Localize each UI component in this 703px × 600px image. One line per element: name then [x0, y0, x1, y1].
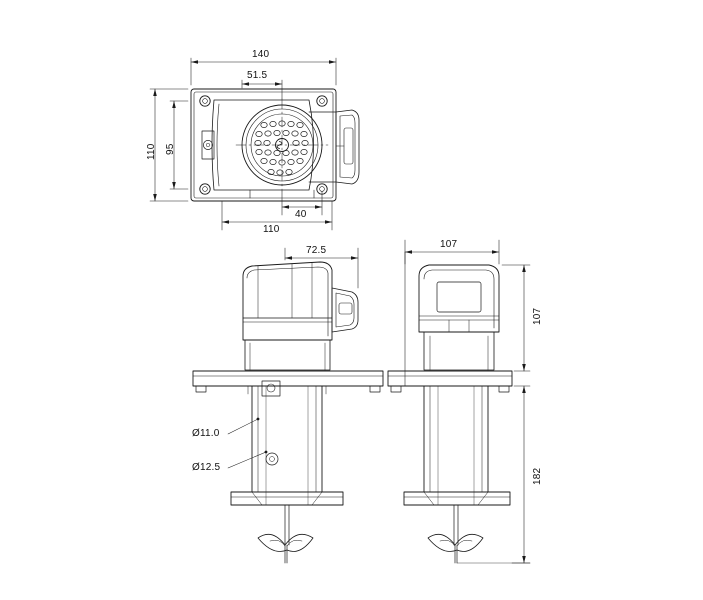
dimension-label-bore-11-0: Ø11.0: [192, 428, 220, 439]
dimension-label-side-width-107: 107: [440, 239, 458, 250]
side-view-geometry: [387, 264, 513, 564]
front-view-dimensions: [227, 247, 359, 469]
dimension-label-top-width-51-5: 51.5: [247, 70, 268, 81]
dimension-label-side-height-182: 182: [532, 467, 543, 485]
dimension-label-front-width-72-5: 72.5: [306, 245, 327, 256]
top-view-geometry: [190, 88, 360, 202]
side-view-dimensions: [404, 239, 531, 564]
dimension-label-top-bottom-40: 40: [295, 209, 307, 220]
dimension-label-top-height-110: 110: [146, 143, 157, 160]
dimension-label-bore-12-5: Ø12.5: [192, 462, 221, 473]
dimension-label-top-bottom-110: 110: [263, 224, 280, 235]
dimension-label-top-height-95: 95: [165, 143, 176, 155]
front-view-geometry: [192, 261, 384, 564]
top-view-dimensions: [149, 57, 337, 231]
dimension-label-top-width-140: 140: [252, 49, 270, 60]
dimension-label-side-height-107: 107: [532, 307, 543, 325]
